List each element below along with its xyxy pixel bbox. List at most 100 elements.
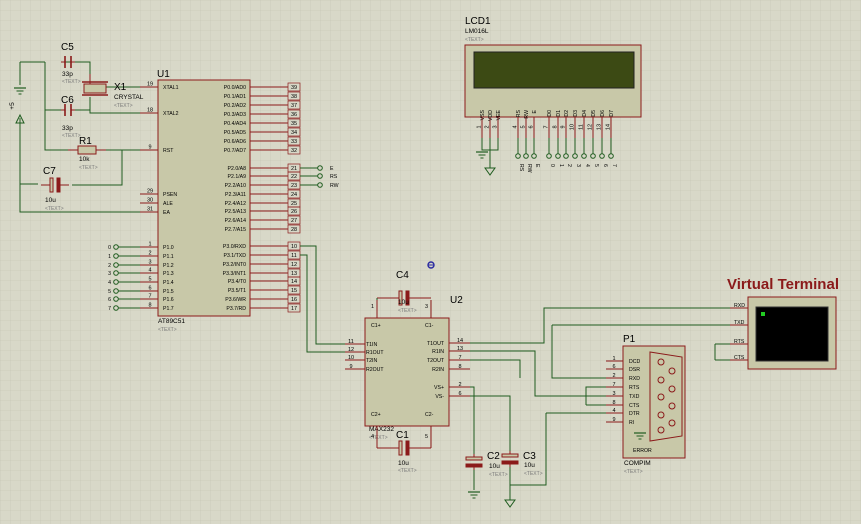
db9-pin <box>668 402 676 410</box>
pin-name: P1.2 <box>163 263 174 269</box>
terminal-label: 6 <box>602 164 608 167</box>
pin-number: 4 <box>513 125 519 128</box>
component-value: 10u <box>45 197 56 204</box>
pin-name: D4 <box>582 110 588 117</box>
terminal-node[interactable] <box>590 153 596 159</box>
pin-name: P2.3/A11 <box>225 192 246 198</box>
ground-triangle <box>484 167 496 176</box>
terminal-node[interactable] <box>113 270 119 276</box>
db9-shell <box>649 351 683 442</box>
lcd-display-lcd1[interactable]: LCD1LM016L<TEXT>VSS1VDD2VEE3RS4RW5E6D07D… <box>464 16 642 176</box>
pin-number: 39 <box>291 85 297 91</box>
plate <box>465 456 483 461</box>
ground-symbol <box>14 87 26 95</box>
terminal-node[interactable] <box>317 165 323 171</box>
terminal-node[interactable] <box>113 279 119 285</box>
terminal-label: RW <box>526 164 532 173</box>
text-placeholder: <TEXT> <box>114 103 133 109</box>
terminal-node[interactable] <box>317 182 323 188</box>
terminal-label: 6 <box>108 297 111 303</box>
wire <box>585 386 606 405</box>
component-value: 33p <box>62 71 73 78</box>
terminal-node[interactable] <box>572 153 578 159</box>
pin-name: XTAL1 <box>163 85 179 91</box>
pin-name: P1.5 <box>163 289 174 295</box>
db9-pin <box>657 426 665 434</box>
pin-name: RXD <box>629 376 640 382</box>
component-value: 10u <box>398 460 409 467</box>
ground-symbol <box>634 432 646 440</box>
pin-number: 7 <box>148 294 151 300</box>
component-value: 10k <box>79 156 90 163</box>
terminal-node[interactable] <box>581 153 587 159</box>
terminal-node[interactable] <box>113 296 119 302</box>
text-placeholder: <TEXT> <box>79 165 98 171</box>
pin-number: 9 <box>561 125 567 128</box>
terminal-label: 5 <box>108 289 111 295</box>
component-value: AT89C51 <box>158 318 185 325</box>
pin-name: P3.2/INT0 <box>223 262 246 268</box>
component-ref: C4 <box>396 270 409 281</box>
component-ref: C5 <box>61 42 74 53</box>
wire <box>44 110 68 151</box>
terminal-node[interactable] <box>515 153 521 159</box>
pin-name: P3.1/TXD <box>224 253 247 259</box>
ground-triangle <box>504 499 516 508</box>
pin-name: P0.6/AD6 <box>224 139 246 145</box>
terminal-node[interactable] <box>555 153 561 159</box>
microcontroller-u1[interactable]: U1AT89C51<TEXT>19XTAL118XTAL29RST29PSEN3… <box>140 69 301 333</box>
pin-number: 34 <box>291 130 297 136</box>
terminal-node[interactable] <box>523 153 529 159</box>
pin-name: P0.7/AD7 <box>224 148 246 154</box>
component-value: LM016L <box>465 28 489 35</box>
terminal-label: E <box>534 164 540 168</box>
terminal-node[interactable] <box>113 253 119 259</box>
pin-number: 23 <box>291 183 297 189</box>
terminal-node[interactable] <box>531 153 537 159</box>
pin-name: XTAL2 <box>163 111 179 117</box>
pin-name: P1.7 <box>163 306 174 312</box>
pin-number: 2 <box>148 251 151 257</box>
terminal-node[interactable] <box>563 153 569 159</box>
resistor-r1[interactable]: R1 10k <TEXT> <box>68 136 106 171</box>
terminal-node[interactable] <box>113 244 119 250</box>
terminal-node[interactable] <box>608 153 614 159</box>
text-placeholder: <TEXT> <box>369 435 388 441</box>
terminal-label: RS <box>330 174 338 180</box>
terminal-node[interactable] <box>546 153 552 159</box>
db9-pin <box>657 393 665 401</box>
wire <box>551 325 606 379</box>
terminal-node[interactable] <box>599 153 605 159</box>
db9-pin <box>668 367 676 375</box>
component-ref: R1 <box>79 136 92 147</box>
component-value: 10u <box>489 463 500 470</box>
pin-number: 10 <box>348 355 354 361</box>
terminal-node[interactable] <box>113 262 119 268</box>
terminal-node[interactable] <box>113 288 119 294</box>
terminal-label: 0 <box>549 164 555 167</box>
terminal-label: E <box>330 166 334 172</box>
pin-number: 2 <box>458 382 461 388</box>
pin-name: T2IN <box>366 358 377 364</box>
component-ref: C3 <box>523 451 536 462</box>
terminal-node[interactable] <box>317 173 323 179</box>
terminal-node[interactable] <box>113 305 119 311</box>
terminal-label: 7 <box>611 164 617 167</box>
component-ref: C6 <box>61 95 74 106</box>
pin-name: P3.7/RD <box>226 306 246 312</box>
pin-number: 6 <box>148 286 151 292</box>
pin-name: D5 <box>591 110 597 117</box>
pin-name: P1.3 <box>163 271 174 277</box>
